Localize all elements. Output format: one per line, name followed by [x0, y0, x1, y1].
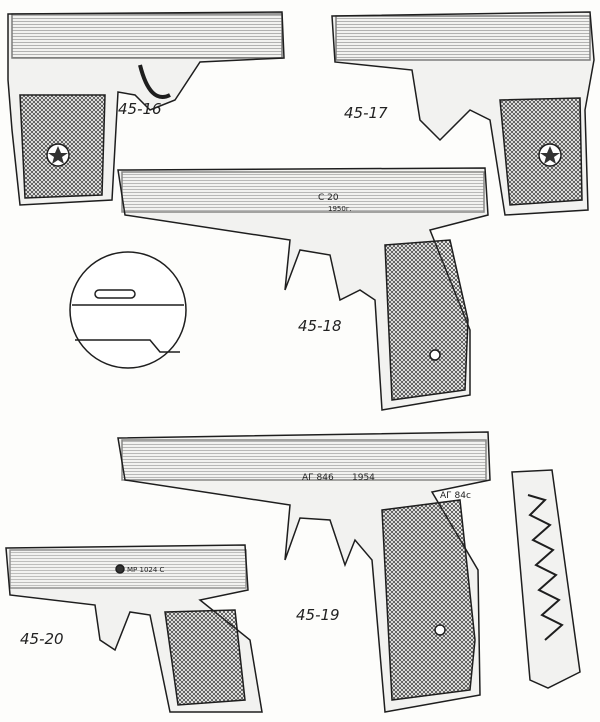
pistol-45-19: АГ 846 1954 АГ 84с	[117, 431, 491, 713]
marking-45-19-frame: АГ 84с	[440, 491, 471, 501]
marking-45-19-year: 1954	[352, 473, 375, 483]
marking-45-18-year: 1950г.	[328, 205, 352, 213]
pistol-45-16	[7, 11, 285, 206]
slide-detail-inset	[69, 251, 187, 369]
pistol-45-17	[331, 11, 595, 216]
pistol-45-20: МР 1024 С	[5, 544, 263, 713]
figure-label-45-19: 45-19	[296, 606, 340, 624]
figure-label-45-16: 45-16	[118, 100, 162, 118]
marking-45-19-serial: АГ 846	[302, 473, 334, 483]
magazine	[511, 469, 581, 689]
marking-45-20-serial: МР 1024 С	[127, 566, 165, 574]
marking-45-18-serial: C 20	[318, 193, 339, 203]
figure-label-45-17: 45-17	[344, 104, 388, 122]
figure-label-45-18: 45-18	[298, 317, 342, 335]
pistol-45-18: C 20 1950г.	[117, 167, 489, 411]
figure-label-45-20: 45-20	[20, 630, 64, 648]
